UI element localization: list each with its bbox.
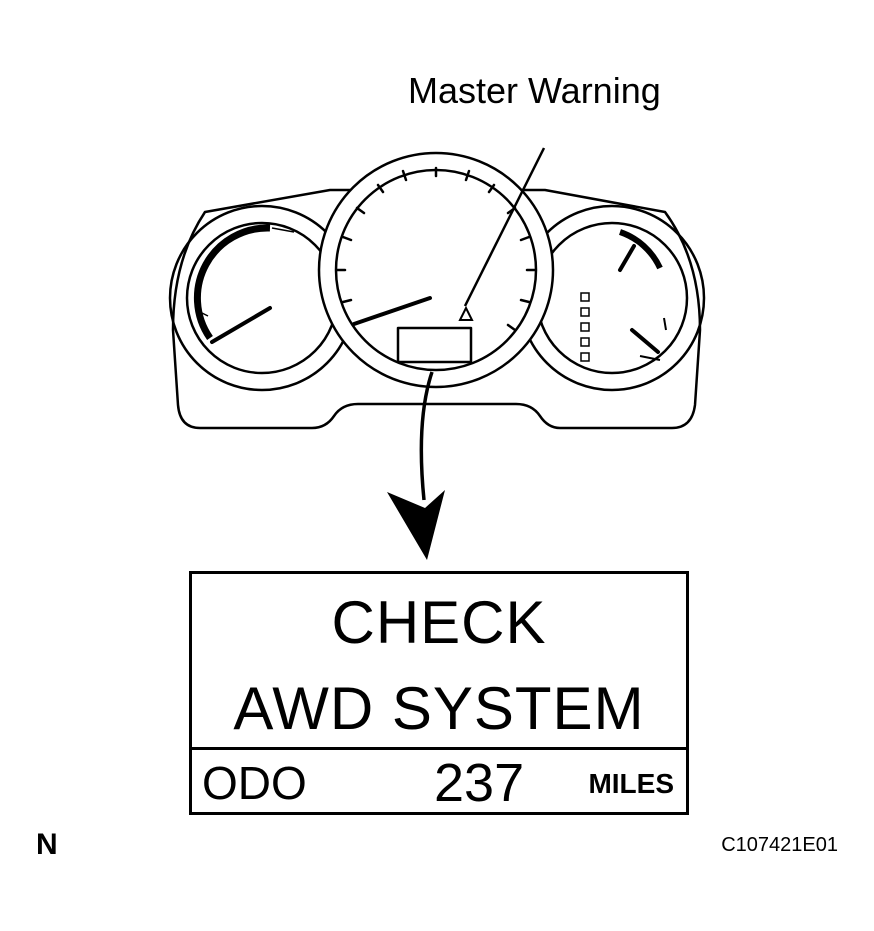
left-gauge-scale-marks	[199, 227, 295, 317]
cluster-housing	[171, 188, 702, 430]
cluster-lcd-window	[396, 326, 473, 364]
master-warning-icon	[458, 305, 474, 321]
right-gauge-scale	[618, 229, 663, 270]
display-message-line-1: CHECK	[331, 589, 547, 656]
figure-left-mark: N	[36, 828, 58, 861]
right-gauge-lower-needle	[630, 328, 660, 354]
display-message-line-2: AWD SYSTEM	[233, 675, 645, 742]
odometer-unit: MILES	[588, 768, 674, 799]
speedometer-outer	[317, 151, 555, 389]
master-warning-label: Master Warning	[408, 70, 661, 111]
odometer-value: 237	[434, 753, 525, 813]
odometer-label: ODO	[202, 757, 307, 809]
figure-code: C107421E01	[721, 834, 838, 856]
right-gauge-inner	[535, 221, 689, 375]
callout-arrow-shaft	[419, 371, 434, 501]
left-gauge-needle	[210, 306, 272, 344]
left-gauge-scale	[193, 224, 271, 340]
master-warning-leader-line	[463, 147, 546, 307]
right-gauge-upper-needle	[618, 244, 636, 272]
speedometer-needle	[352, 296, 432, 326]
right-gauge-indicators	[580, 292, 590, 362]
odometer-row: ODO 237 MILES	[192, 747, 686, 813]
right-gauge-scale-marks	[639, 317, 667, 361]
left-gauge-inner	[185, 221, 339, 375]
callout-arrow-head	[387, 490, 445, 560]
multi-information-display: CHECK AWD SYSTEM ODO 237 MILES	[189, 571, 689, 815]
